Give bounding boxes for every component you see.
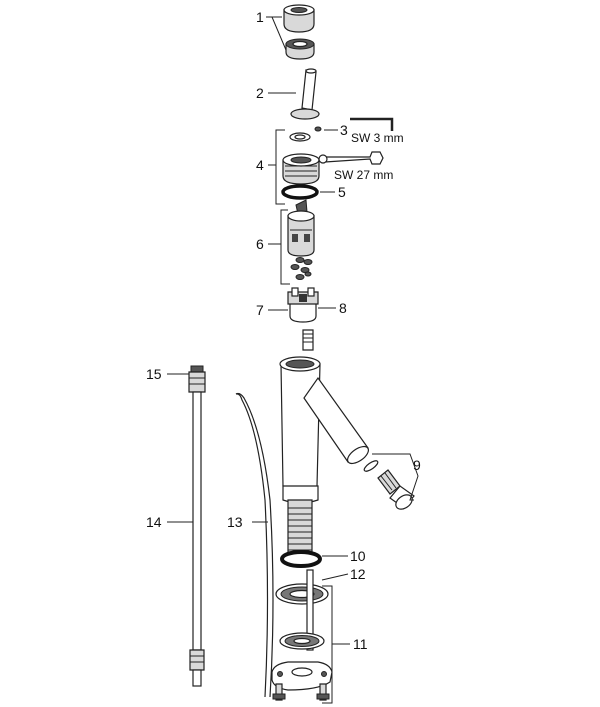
callout-6: 6 [256,236,264,252]
part-o-ring-10 [280,550,322,568]
callout-1: 1 [256,9,264,25]
part-threaded-shank [287,499,313,553]
callout-10: 10 [350,548,366,564]
callout-8: 8 [339,300,347,316]
callout-14: 14 [146,514,162,530]
wrench-icon [318,151,384,165]
part-threaded-rod [306,569,314,651]
part-connection-hose [188,365,206,687]
part-flexible-tube [235,392,274,698]
part-mounting-bracket [271,661,333,701]
part-ring [285,38,315,60]
part-o-ring-5 [281,184,319,200]
part-gasket [275,583,329,605]
allen-key-size-label: SW 3 mm [351,131,404,145]
part-seals-set [290,257,313,280]
callout-2: 2 [256,85,264,101]
callout-13: 13 [227,514,243,530]
part-faucet-body [279,329,370,504]
callout-15: 15 [146,366,162,382]
callout-12: 12 [350,566,366,582]
part-cap [283,4,315,33]
callout-7: 7 [256,302,264,318]
callout-4: 4 [256,157,264,173]
callout-11: 11 [353,636,368,652]
wrench-size-label: SW 27 mm [334,168,393,182]
part-threaded-nut [282,153,320,185]
part-cartridge [287,199,315,257]
callout-3: 3 [340,122,348,138]
part-lever [290,68,320,120]
part-washer-small [289,132,311,142]
callout-5: 5 [338,184,346,200]
allen-key-icon [350,117,394,131]
part-fixing-washer [279,632,325,650]
callout-9: 9 [413,457,421,473]
part-spacer [287,287,319,323]
part-set-screw [314,126,322,132]
part-aerator [363,460,415,510]
